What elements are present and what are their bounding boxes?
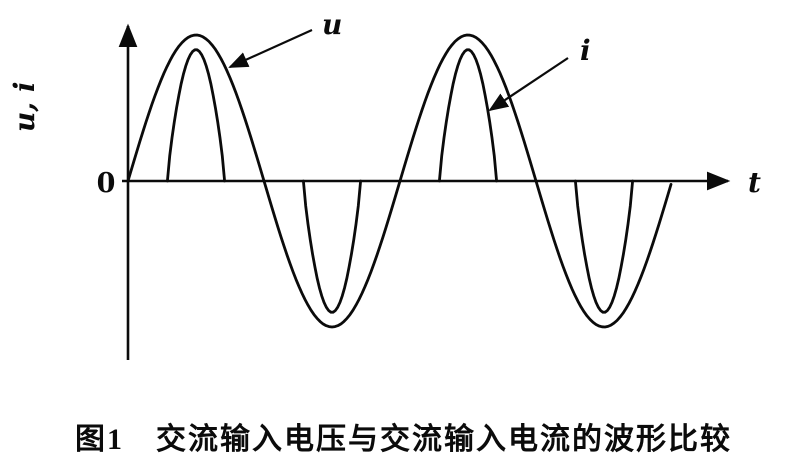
current-label-arrow	[488, 57, 569, 112]
voltage-label-arrow	[228, 28, 313, 69]
origin-label: 0	[97, 168, 116, 199]
current-curve	[166, 48, 634, 314]
x-axis-label: t	[748, 166, 761, 199]
current-label: i	[580, 34, 591, 67]
voltage-label: u	[322, 8, 342, 41]
voltage-curve	[126, 33, 673, 329]
figure-caption: 图1 交流输入电压与交流输入电流的波形比较	[75, 423, 732, 456]
y-axis-label: u, i	[8, 82, 41, 133]
